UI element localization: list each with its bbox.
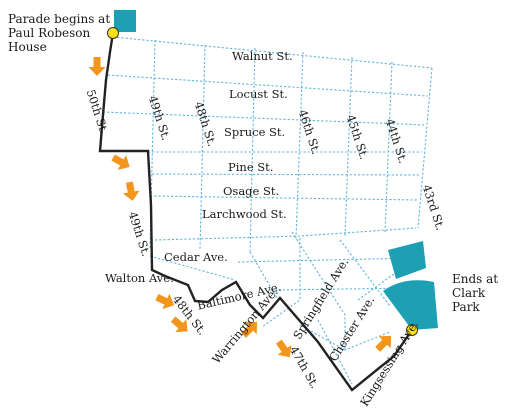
grid-49th-st <box>149 39 156 251</box>
grid-diagonal-a <box>291 231 346 350</box>
grid-cedar-ave <box>154 227 417 241</box>
route-arrow-icon-4 <box>155 293 175 310</box>
grid-chester-ave <box>317 319 353 385</box>
street-label-cedar: Cedar Ave. <box>164 250 228 264</box>
route-arrow-icon-5 <box>170 316 188 333</box>
street-label-pine: Pine St. <box>228 160 274 174</box>
grid-47th-lower-link <box>249 251 279 301</box>
grid-48th-st <box>199 44 206 251</box>
route-arrow-icon-7 <box>275 339 292 358</box>
grid-osage-st <box>147 173 421 176</box>
end-marker-icon <box>406 324 418 336</box>
route-arrows <box>88 57 392 358</box>
grid-44th-st <box>384 61 393 233</box>
street-grid <box>102 36 433 385</box>
grid-47th-upper <box>249 47 256 253</box>
grid-row-bottom <box>269 287 417 291</box>
street-label-osage: Osage St. <box>223 184 280 198</box>
clark-park-icon <box>383 280 438 330</box>
street-label-walnut: Walnut St. <box>232 49 293 63</box>
end-annotation: Ends at Clark Park <box>452 272 499 315</box>
building-block-icon <box>388 241 426 279</box>
street-label-locust: Locust St. <box>229 87 288 101</box>
grid-row-lower <box>237 257 417 263</box>
grid-walnut-st <box>112 36 433 69</box>
route-arrow-icon-8 <box>375 335 392 352</box>
grid-diagonal-c <box>299 324 391 351</box>
route-arrow-icon-3 <box>122 181 140 201</box>
grid-springfield-connector <box>261 238 301 328</box>
start-marker-icon <box>107 27 119 39</box>
start-building-icon <box>114 10 136 32</box>
route-arrow-icon-1 <box>88 57 106 76</box>
grid-diagonal-b <box>339 239 391 307</box>
grid-43rd-st <box>417 67 433 229</box>
route-line <box>98 32 413 392</box>
street-label-walton: Walton Ave. <box>105 271 174 285</box>
route-arrow-icon-6 <box>241 321 258 338</box>
grid-spruce-st <box>102 111 426 126</box>
grid-45th-st <box>344 56 353 237</box>
grid-larchwood-st <box>149 195 419 201</box>
grid-46th-st <box>295 51 304 239</box>
start-annotation: Parade begins at Paul Robeson House <box>8 12 111 55</box>
street-label-larchwood: Larchwood St. <box>202 207 287 221</box>
grid-walton-spur <box>149 255 236 281</box>
parade-route <box>98 32 413 392</box>
route-arrow-icon-2 <box>111 154 130 170</box>
map-features <box>107 10 438 336</box>
grid-locust-st <box>107 74 429 97</box>
street-label-spruce: Spruce St. <box>224 125 286 139</box>
